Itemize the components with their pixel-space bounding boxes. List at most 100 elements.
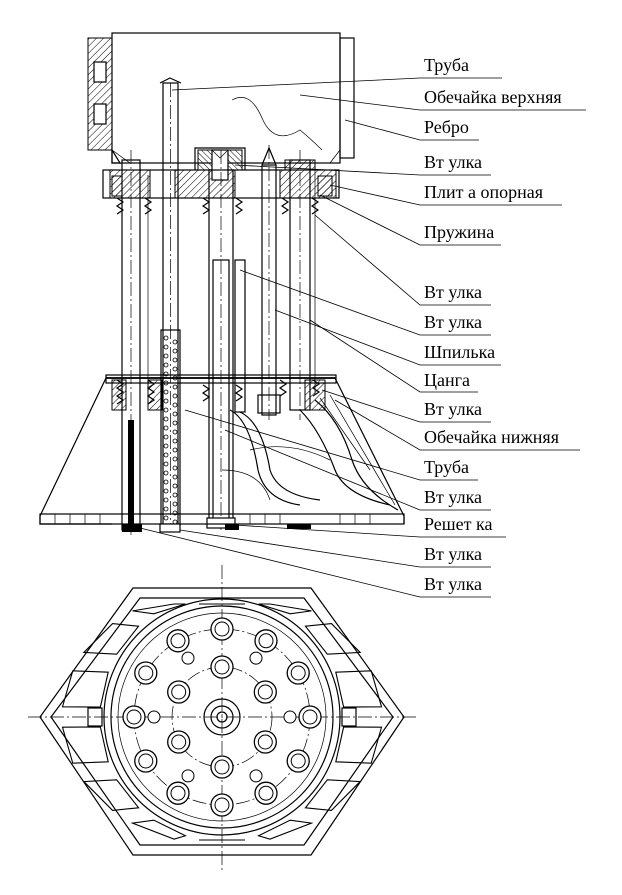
perforation-hole [172, 447, 178, 453]
tube-hole [210, 755, 234, 779]
label-grid: Решет ка [424, 514, 492, 534]
perforation-hole [163, 362, 169, 368]
tube-hole-inner [302, 709, 318, 725]
perforation-hole [172, 393, 178, 399]
label-collet: Цанга [424, 370, 470, 390]
window-slots [61, 603, 383, 841]
window-slot [335, 670, 383, 708]
perforation-hole [172, 501, 178, 507]
label-support-plate: Плит а опорная [424, 182, 543, 202]
perforation-hole [163, 371, 169, 377]
tube-hole-inner [170, 633, 186, 649]
tube-hole-inner [257, 684, 273, 700]
label-bushing-3: Вт улка [424, 312, 482, 332]
perforation-hole [163, 407, 169, 413]
tube-hole [253, 730, 277, 754]
tube-hole [286, 749, 310, 773]
perforation-hole [172, 375, 178, 381]
tube-hole [167, 730, 191, 754]
tube-hole-inner [214, 659, 230, 675]
perforation-hole [172, 474, 178, 480]
window-slot [257, 819, 314, 840]
tube-hole [122, 705, 146, 729]
perforation-hole [172, 357, 178, 363]
perforation-hole [163, 479, 169, 485]
tube-hole-inner [214, 621, 230, 637]
tube-hole-inner [214, 759, 230, 775]
perforation-hole [163, 497, 169, 503]
perforation-hole [163, 452, 169, 458]
perforation-hole [163, 425, 169, 431]
perforation-hole [163, 344, 169, 350]
tube-hole [134, 661, 158, 685]
tube-hole [286, 661, 310, 685]
window-slot [304, 779, 362, 811]
perforation-hole [163, 515, 169, 521]
perforation-hole [163, 470, 169, 476]
tube-hole-inner [171, 734, 187, 750]
label-tube-top: Труба [424, 55, 469, 75]
label-lower-shell: Обечайка нижняя [424, 427, 559, 447]
springs [115, 197, 321, 405]
perforation-hole [172, 483, 178, 489]
perforation-hole [163, 380, 169, 386]
tube-hole [254, 781, 278, 805]
tube-hole [166, 781, 190, 805]
perforation-hole [163, 506, 169, 512]
tube-holes [122, 617, 322, 817]
label-spring: Пружина [424, 222, 494, 242]
label-tube-bottom: Труба [424, 457, 469, 477]
plan-view [28, 565, 418, 870]
tube-hole-inner [290, 753, 306, 769]
perforation-hole [172, 384, 178, 390]
small-hole [147, 710, 161, 724]
window-slot [82, 779, 140, 811]
perforation-hole [163, 434, 169, 440]
tube-hole-inner [171, 684, 187, 700]
perforation-hole [172, 420, 178, 426]
small-hole [249, 769, 263, 783]
perforation-hole [172, 519, 178, 525]
tube-hole-inner [170, 785, 186, 801]
perforation-hole [172, 438, 178, 444]
perforation-hole [172, 456, 178, 462]
tube-hole-inner [214, 797, 230, 813]
perforation-hole [172, 348, 178, 354]
tube-hole-inner [258, 785, 274, 801]
tube-hole-inner [290, 665, 306, 681]
perforation-hole [163, 389, 169, 395]
perforation-hole [172, 429, 178, 435]
tube-hole [166, 629, 190, 653]
tube-hole-inner [257, 734, 273, 750]
label-upper-shell: Обечайка верхняя [424, 87, 562, 107]
lower-shell [39, 374, 405, 525]
tube-hole [254, 629, 278, 653]
small-hole [249, 651, 263, 665]
label-bushing-6: Вт улка [424, 544, 482, 564]
tube-hole [167, 680, 191, 704]
window-slot [61, 726, 109, 764]
perforation-hole [163, 443, 169, 449]
label-bushing-4: Вт улка [424, 399, 482, 419]
window-slot [82, 623, 140, 655]
perforation-hole [172, 411, 178, 417]
tube-hole [210, 617, 234, 641]
tube-hole [210, 793, 234, 817]
perforation-hole [163, 398, 169, 404]
section-view [39, 32, 405, 535]
label-bushing-7: Вт улка [424, 574, 482, 594]
perforation-hole [163, 488, 169, 494]
perforation-hole [163, 416, 169, 422]
perforation-hole [172, 339, 178, 345]
tube-hole-inner [138, 665, 154, 681]
grid-plate [39, 513, 405, 533]
label-stud: Шпилька [424, 342, 495, 362]
tube-hole [134, 749, 158, 773]
label-bushing-1: Вт улка [424, 152, 482, 172]
perforation-hole [172, 465, 178, 471]
tube-hole [210, 655, 234, 679]
window-slot [335, 726, 383, 764]
window-slot [132, 603, 186, 615]
perforation-hole [163, 335, 169, 341]
tube-hole-inner [258, 633, 274, 649]
